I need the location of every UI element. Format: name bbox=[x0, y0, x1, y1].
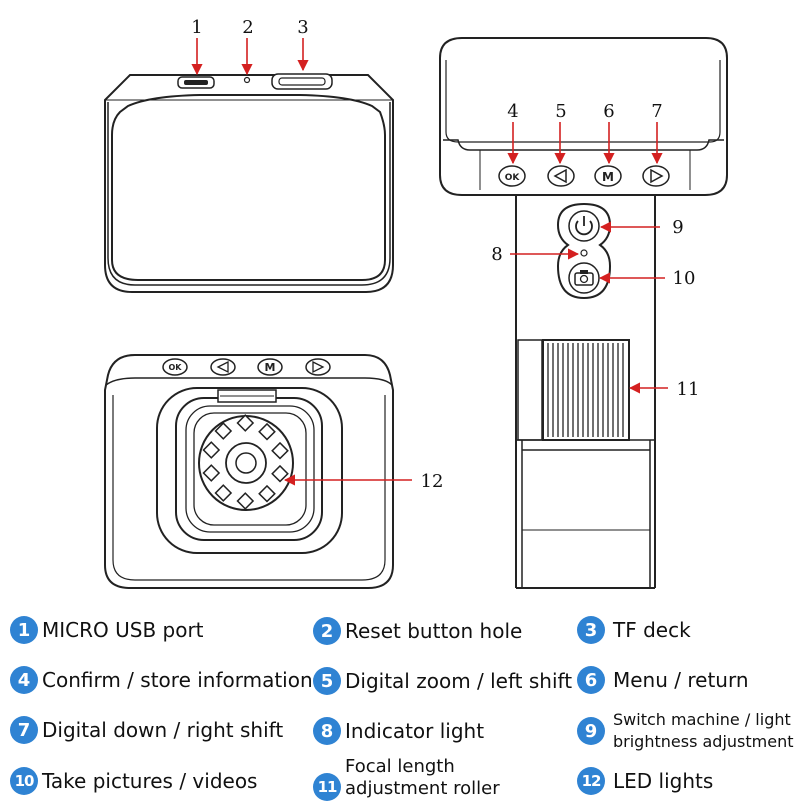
callout-2: 2 bbox=[242, 17, 253, 38]
callout-3: 3 bbox=[297, 17, 308, 38]
svg-text:OK: OK bbox=[505, 173, 521, 183]
device-bottom-view bbox=[104, 354, 394, 589]
legend-label-8: Indicator light bbox=[345, 719, 485, 743]
legend: 1 MICRO USB port 2 Reset button hole 3 T… bbox=[0, 600, 800, 801]
svg-text:OK: OK bbox=[169, 363, 183, 372]
legend-item-9: 9 Switch machine / light brightness adju… bbox=[577, 709, 794, 753]
legend-item-5: 5 Digital zoom / left shift bbox=[313, 667, 572, 695]
badge-11: 11 bbox=[313, 773, 341, 801]
legend-item-3: 3 TF deck bbox=[577, 616, 691, 644]
legend-item-1: 1 MICRO USB port bbox=[10, 616, 204, 644]
legend-label-12: LED lights bbox=[613, 769, 714, 793]
legend-label-7: Digital down / right shift bbox=[42, 718, 284, 742]
reset-hole bbox=[243, 76, 251, 84]
right-button-bottom bbox=[305, 358, 331, 376]
callout-7: 7 bbox=[651, 101, 662, 122]
badge-10: 10 bbox=[10, 767, 38, 795]
legend-label-9: Switch machine / light brightness adjust… bbox=[613, 709, 794, 753]
legend-label-6: Menu / return bbox=[613, 668, 749, 692]
callout-10: 10 bbox=[673, 268, 696, 289]
legend-label-3: TF deck bbox=[613, 618, 691, 642]
legend-label-1: MICRO USB port bbox=[42, 618, 204, 642]
badge-4: 4 bbox=[10, 666, 38, 694]
camera-icon bbox=[574, 270, 594, 286]
led-ring bbox=[202, 414, 289, 510]
callout-5: 5 bbox=[555, 101, 566, 122]
legend-item-8: 8 Indicator light bbox=[313, 717, 484, 745]
callout-1: 1 bbox=[191, 17, 202, 38]
device-front-view bbox=[439, 37, 728, 589]
indicator-light bbox=[580, 249, 588, 257]
badge-6: 6 bbox=[577, 666, 605, 694]
device-diagram: OK M bbox=[104, 17, 728, 589]
legend-item-7: 7 Digital down / right shift bbox=[10, 716, 283, 744]
badge-8: 8 bbox=[313, 717, 341, 745]
badge-2: 2 bbox=[313, 617, 341, 645]
badge-1: 1 bbox=[10, 616, 38, 644]
legend-item-12: 12 LED lights bbox=[577, 767, 713, 795]
svg-text:M: M bbox=[602, 170, 614, 184]
device-top-view bbox=[104, 74, 394, 293]
ok-button-bottom: OK bbox=[162, 358, 188, 376]
legend-item-2: 2 Reset button hole bbox=[313, 617, 522, 645]
tf-slot bbox=[271, 73, 333, 90]
focus-roller bbox=[542, 339, 630, 441]
right-button-front bbox=[642, 165, 670, 187]
svg-text:M: M bbox=[265, 361, 276, 374]
legend-label-9-line1: Switch machine / light bbox=[613, 710, 791, 729]
callout-9: 9 bbox=[672, 217, 683, 238]
badge-12: 12 bbox=[577, 767, 605, 795]
legend-item-10: 10 Take pictures / videos bbox=[10, 767, 257, 795]
legend-label-5: Digital zoom / left shift bbox=[345, 669, 573, 693]
callout-lines bbox=[191, 38, 668, 486]
badge-3: 3 bbox=[577, 616, 605, 644]
legend-item-11: 11 Focal length adjustment roller bbox=[313, 755, 500, 801]
power-icon bbox=[575, 220, 593, 236]
legend-item-6: 6 Menu / return bbox=[577, 666, 749, 694]
callout-6: 6 bbox=[603, 101, 614, 122]
menu-button-bottom: M bbox=[257, 358, 283, 376]
legend-label-2: Reset button hole bbox=[345, 619, 523, 643]
callout-4: 4 bbox=[507, 101, 518, 122]
badge-7: 7 bbox=[10, 716, 38, 744]
micro-usb-port bbox=[177, 76, 215, 89]
legend-item-4: 4 Confirm / store information bbox=[10, 666, 313, 694]
callout-8: 8 bbox=[491, 244, 502, 265]
legend-label-4: Confirm / store information bbox=[42, 668, 313, 692]
badge-9: 9 bbox=[577, 717, 605, 745]
callout-numbers: 1 2 3 4 5 6 7 8 9 10 11 12 bbox=[191, 17, 699, 492]
legend-label-11-line2: adjustment roller bbox=[345, 778, 500, 799]
power-camera-pill bbox=[556, 202, 612, 300]
legend-label-11: Focal length adjustment roller bbox=[345, 756, 500, 800]
legend-label-11-line1: Focal length bbox=[345, 756, 455, 777]
callout-12: 12 bbox=[421, 471, 444, 492]
left-button-bottom bbox=[210, 358, 236, 376]
legend-label-9-line2: brightness adjustment bbox=[613, 732, 794, 751]
ok-button-front: OK bbox=[498, 165, 526, 187]
left-button-front bbox=[547, 165, 575, 187]
callout-11: 11 bbox=[677, 379, 700, 400]
legend-label-10: Take pictures / videos bbox=[42, 769, 258, 793]
menu-button-front: M bbox=[594, 165, 622, 187]
badge-5: 5 bbox=[313, 667, 341, 695]
